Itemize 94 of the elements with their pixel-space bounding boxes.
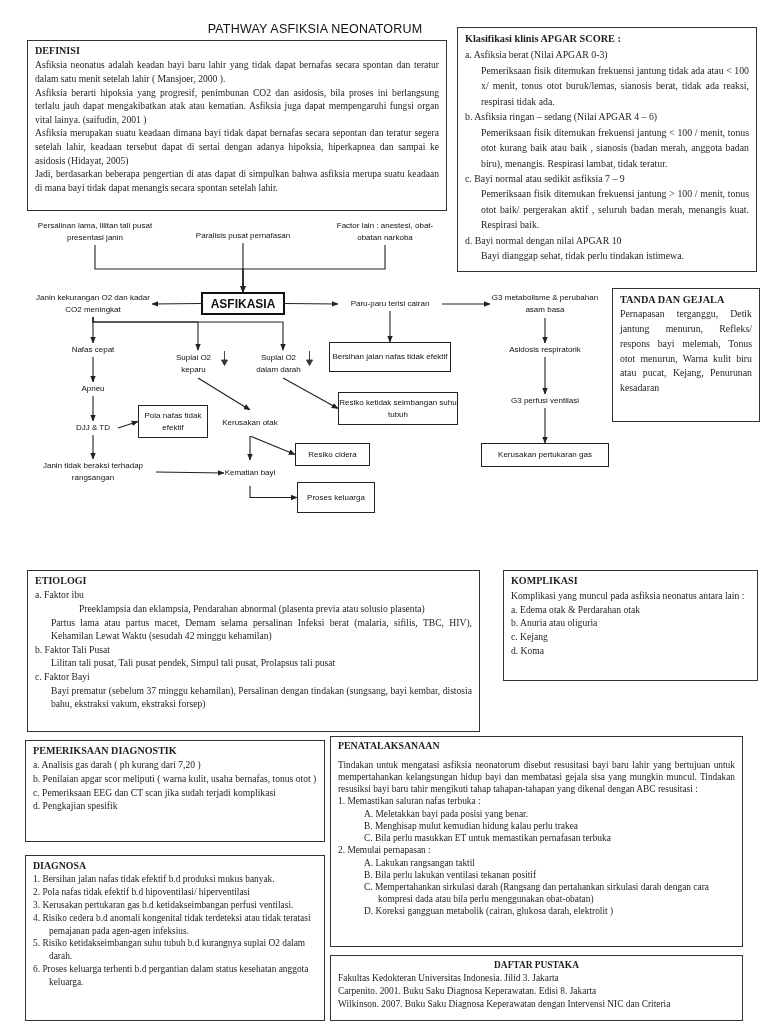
text-panel	[503, 570, 758, 681]
paragraph: Pemeriksaan fisik ditemukan frekuensi jantung < 100 / menit, tonus otot kurang baik atau baik , sianosis (badan merah, anggota badan biru), menangis. Respirasi lambat, tidak teratur.	[480, 125, 749, 171]
list-item: 5. Risiko ketidakseimbangan suhu tubuh b.d kurangnya suplai O2 dalam darah.	[33, 937, 307, 964]
paragraph: Bayi dianggap sehat, tidak perlu tindakan istimewa.	[480, 249, 685, 264]
panel-heading: PENATALAKSANAAN	[338, 740, 441, 753]
paragraph: Pernapasan terganggu, Detik jantung menurun, Refleks/ respons bayi melemah, Tonus otot menurun, Warna kulit biru atau pucat, Kejang, Penurunan kesadaran	[620, 307, 752, 395]
panel-heading: KOMPLIKASI	[511, 574, 579, 588]
arrow	[247, 435, 253, 461]
arrow	[387, 310, 393, 343]
panel-heading: DIAGNOSA	[33, 859, 88, 873]
paragraph: Asfiksia neonatus adalah keadan bayi baru lahir yang tidak dapat bernafas secara spontan dan teratur dalam satu menit setelah lahir ( Mansjoer, 2000 ).	[35, 58, 439, 86]
process-box: Pola nafas tidak efektif	[138, 405, 208, 438]
arrow	[284, 301, 339, 307]
list-item: a. Analisis gas darah ( ph kurang dari 7,20 )	[33, 758, 202, 772]
arrow	[90, 356, 96, 383]
list-item: 1. Bersihan jalan nafas tidak efektif b.d produksi mukus banyak.	[33, 872, 276, 886]
list-item: b. Faktor Tali Pusat	[35, 642, 111, 657]
diagram-title: PATHWAY ASFIKSIA NEONATORUM	[206, 22, 424, 36]
text-panel	[457, 27, 757, 272]
list-item: D. Koreksi gangguan metabolik (cairan, glukosa darah, elektrolit )	[363, 905, 615, 918]
process-box: Proses keluarga	[297, 482, 375, 513]
flow-label: Kerusakan otak	[222, 410, 278, 436]
list-item: C. Bila perlu masukkan ET untuk memastikan pernafasan terbuka	[363, 832, 612, 845]
arrow	[441, 301, 491, 307]
list-item: A. Lakukan rangsangan taktil	[363, 856, 476, 869]
list-item: A. Meletakkan bayi pada posisi yang benar.	[363, 807, 530, 820]
list-item: d. Pengkajian spesifik	[33, 799, 119, 813]
process-box: Kerusakan pertukaran gas	[481, 443, 609, 467]
list-item: c. Faktor Bayi	[35, 669, 91, 684]
paragraph: Asfiksia berarti hipoksia yang progresif, penimbunan CO2 dan asidosis, bila proses ini berlangsung terlalu jauh dapat mengakibatkan atak atau kematian. Asfiksia juga dapat mempengaruhi fungsi organ vital lainya. (saifudin, 2001 )	[35, 85, 439, 127]
list-item: b. Asfiksia ringan – sedang (Nilai APGAR 4 – 6)	[465, 110, 659, 125]
text-panel	[330, 736, 743, 947]
arrow	[542, 317, 548, 344]
paragraph: Asfiksia merupakan suatu keadaan dimana bayi tidak dapat bernafas secara sepontan dan teratur segera setelah lahir, keadaan tersebut dapat di sertai dengan adanya hipoksia, hiperkapnea dan sampai ke asidosis (Hidayat, 2005)	[35, 126, 439, 168]
paragraph: Pemeriksaan fisik ditemukan frekuensi jantung > 100 / menit, tonus otot baik/ pergerakan aktif , seluruh badan merah, menangis kuat. Respirasi baik.	[480, 187, 749, 233]
panel-heading: TANDA DAN GEJALA	[620, 293, 726, 307]
panel-heading: DEFINISI	[35, 44, 81, 58]
text-panel	[27, 570, 480, 732]
list-item: 6. Proses keluarga terhenti b.d pergantian dalam status kesehatan anggota keluarga.	[33, 963, 310, 990]
list-item: a. Asfiksia berat (Nilai APGAR 0-3)	[465, 48, 609, 63]
panel-heading: ETIOLOGI	[35, 574, 88, 588]
text-panel	[27, 40, 447, 211]
paragraph: Komplikasi yang muncul pada asfiksia neonatus antara lain :	[511, 588, 746, 603]
process-box: Bersihan jalan nafas tidak efektif	[329, 342, 451, 372]
text-panel	[25, 855, 325, 1021]
arrow	[117, 420, 139, 429]
list-item: B. Menghisap mulut kemudian hidung kalau perlu trakea	[363, 819, 579, 833]
paragraph: Partus lama atau partus macet, Demam selama persalinan Infeksi berat (malaria, sifilis, TBC, HIV), Kehamilan Lewat Waktu (sesudah 42 minggu kehamilan)	[50, 615, 472, 643]
text-panel	[330, 955, 743, 1021]
text-panel	[612, 288, 760, 422]
arrow	[282, 377, 339, 410]
arrow	[240, 244, 386, 293]
list-item: b. Penilaian apgar scor meliputi ( warna kulit, usaha bernafas, tonus otot )	[33, 771, 317, 786]
list-item: d. Koma	[511, 644, 546, 659]
arrow	[151, 301, 202, 307]
arrow	[249, 485, 298, 501]
paragraph: Lilitan tali pusat, Tali pusat pendek, Simpul tali pusat, Prolapsus tali pusat	[50, 656, 337, 670]
arrow	[155, 470, 225, 476]
list-item: d. Bayi normal dengan nilai APGAR 10	[465, 233, 623, 248]
list-item: 2. Pola nafas tidak efektif b.d hipoventilasi/ hiperventilasi	[33, 885, 251, 899]
arrow	[542, 407, 548, 444]
list-item: c. Bayi normal atau sedikit asfiksia 7 – 9	[465, 172, 626, 186]
paragraph: Tindakan untuk mengatasi asfiksia neonatorum disebut resusitasi bayi baru lahir yang bertujuan untuk mempertahankan kelangsungan hidup bayi dan membatasi gejala sisa yang mungkin muncul. Tindakan resusiksi bayi baru tahir mengikuti tahap tahapan-tahapan yang dikenal dengan ABC resusitasi :	[338, 758, 735, 796]
paragraph: Fakultas Kedokteran Universitas Indonesia. Jilid 3. Jakarta	[338, 972, 560, 986]
panel-heading: Klasifikasi klinis APGAR SCORE :	[465, 32, 622, 46]
text-panel	[25, 740, 325, 842]
list-item: b. Anuria atau oliguria	[511, 616, 599, 631]
arrow	[90, 434, 96, 460]
list-item: c. Pemeriksaan EEG dan CT scan jika sudah terjadi komplikasi	[33, 785, 277, 800]
arrow	[197, 377, 251, 411]
list-item: 1. Memastikan saluran nafas terbuka :	[338, 795, 482, 808]
list-item: c. Kejang	[511, 630, 549, 645]
paragraph: Bayi prematur (sebelum 37 minggu kehamilan), Persalinan dengan tindakan (sungsang, bayi kembar, distosia bahu, ekstraksi vakum, ekstraksi forsep)	[50, 683, 472, 711]
panel-heading: PEMERIKSAAN DIAGNOSTIK	[33, 744, 178, 758]
process-box: Resiko ketidak seimbangan suhu tubuh	[338, 392, 458, 425]
list-item: 2. Memulai pernapasan :	[338, 844, 432, 857]
arrow	[92, 316, 286, 351]
panel-heading: DAFTAR PUSTAKA	[493, 959, 580, 972]
arrow	[90, 395, 96, 422]
process-box: ASFIKASIA	[201, 292, 285, 315]
list-item: 3. Kerusakan pertukaran gas b.d ketidakseimbangan perfusi ventilasi.	[33, 898, 295, 912]
process-box: Resiko cidera	[295, 443, 370, 466]
arrow	[542, 356, 548, 395]
list-item: B. Bila perlu lakukan ventilasi tekanan positif	[363, 868, 538, 881]
list-item: 4. Risiko cedera b.d anomali kongenital tidak terdeteksi atau tidak teratasi pemajanan pada agen-agen infeksius.	[33, 911, 312, 938]
paragraph: Wilkinson. 2007. Buku Saku Diagnosa Keperawatan dengan Intervensi NIC dan Criteria	[338, 998, 672, 1012]
paragraph: Carpenito. 2001. Buku Saku Diagnosa Keperawatan. Edisi 8. Jakarta	[338, 985, 598, 999]
list-item: a. Faktor ibu	[35, 588, 85, 602]
arrow	[249, 435, 296, 456]
list-item: C. Mempertahankan sirkulasi darah (Rangsang dan pertahankan sirkulasi darah dengan cara kompresi dada atau bila perlu menggunakan obat-obatan)	[363, 881, 710, 906]
paragraph: Pemeriksaan fisik ditemukan frekuensi jantung tidak ada atau < 100 x/ menit, tonus otot buruk/lemas, sianosis berat, tidak ada reaksi, respirasi tidak ada.	[480, 63, 749, 109]
paragraph: Preeklampsia dan eklampsia, Pendarahan abnormal (plasenta previa atau solusio plasenta)	[78, 601, 426, 616]
paragraph: Jadi, berdasarkan beberapa pengertian di atas dapat di simpulkan bahwa asfiksia merupa suatu keadaan di mana bayi tidak dapat menangis secara spontan setelah lahir.	[35, 167, 439, 195]
list-item: a. Edema otak & Perdarahan otak	[511, 602, 641, 617]
